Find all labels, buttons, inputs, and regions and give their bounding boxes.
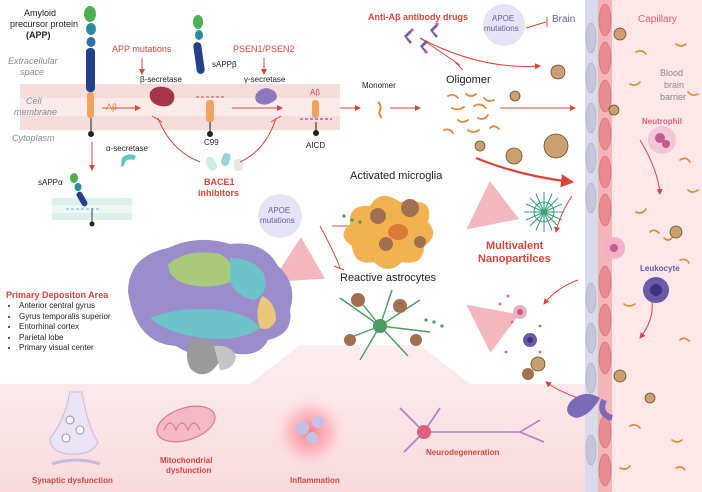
alpha-secretase-icon xyxy=(121,154,136,167)
blood-brain-barrier xyxy=(585,0,612,492)
oligomer-cluster xyxy=(443,93,500,134)
list-item: Primary visual center xyxy=(19,343,111,354)
deposition-list: Anterior central gyrus Gyrus temporalis … xyxy=(6,301,111,354)
capillary-lumen xyxy=(612,0,702,492)
neutrophil-icon xyxy=(648,126,676,154)
neuron-icon xyxy=(399,407,545,453)
leukocyte-icon xyxy=(643,277,669,303)
amyloid-plaques xyxy=(474,27,683,404)
synapse-icon xyxy=(49,391,101,466)
list-item: Gyrus temporalis superior xyxy=(19,312,111,323)
c99-label: C99 xyxy=(204,138,219,147)
microglia-icon xyxy=(343,195,434,269)
brain-label: Brain xyxy=(552,14,576,25)
nanoparticles-label-1: Multivalent xyxy=(486,240,544,252)
monomer-icon xyxy=(377,101,383,119)
inflammation-icon xyxy=(274,396,346,468)
list-item: Parietal lobe xyxy=(19,333,111,344)
beta-secretase-label: β-secretase xyxy=(140,75,182,84)
abeta-membrane-label: Aβ xyxy=(106,102,118,112)
mito-label-1: Mitochondrial xyxy=(160,456,213,465)
antibody-drugs-label: Anti-Aβ antibody drugs xyxy=(368,12,468,22)
gamma-secretase-icon xyxy=(255,88,277,105)
gamma-secretase-label: γ-secretase xyxy=(244,75,286,84)
extracellular-label-2: space xyxy=(20,67,45,77)
deposition-title: Primary Depositon Area xyxy=(6,290,109,300)
nanoparticle-icon xyxy=(524,192,564,232)
alpha-secretase-label: α-secretase xyxy=(106,144,148,153)
nanoparticles-label-2: Nanopartilces xyxy=(478,253,551,265)
membrane-label-1: Cell xyxy=(26,96,42,106)
leukocyte-label: Leukocyte xyxy=(640,264,680,273)
aicd-label: AICD xyxy=(306,141,326,150)
apoe-mid-label-2: mutations xyxy=(260,216,295,225)
cytoplasm-label: Cytoplasm xyxy=(12,133,55,143)
sappa-label: sAPPα xyxy=(38,178,63,187)
abeta-release-icon xyxy=(300,100,332,136)
apoe-mutations-top xyxy=(483,4,525,46)
list-item: Anterior central gyrus xyxy=(19,301,111,312)
abeta-release-label: Aβ xyxy=(310,88,320,97)
astrocyte-icon xyxy=(339,289,431,361)
apoe-mid-label-1: APOE xyxy=(268,206,291,215)
c99-icon xyxy=(196,96,226,137)
app-label-2: precursor protein xyxy=(10,19,79,29)
astrocytes-label: Reactive astrocytes xyxy=(340,272,436,284)
app-protein-icon xyxy=(84,6,96,137)
sappb-protein-icon xyxy=(193,15,205,74)
bace1-inhibitor-icon xyxy=(205,153,243,171)
extracellular-label-1: Extracellular xyxy=(8,56,58,66)
psen-label: PSEN1/PSEN2 xyxy=(233,44,295,54)
app-label-3: (APP) xyxy=(26,30,51,40)
neutrophil-label: Neutrophil xyxy=(642,117,682,126)
oligomer-label: Oligomer xyxy=(446,74,491,86)
apoe-top-label-1: APOE xyxy=(492,14,515,23)
migrating-cells xyxy=(513,305,613,421)
beta-secretase-icon xyxy=(149,86,175,107)
mito-label-2: dysfunction xyxy=(166,466,212,475)
app-label-1: Amyloid xyxy=(24,8,57,18)
neurodegeneration-label: Neurodegeneration xyxy=(426,448,500,457)
bace1-label-2: inhibitors xyxy=(198,188,239,198)
bbb-label-1: Blood xyxy=(660,68,684,78)
apoe-mutations-mid xyxy=(258,194,302,238)
inflammation-label: Inflammation xyxy=(290,476,340,485)
bbb-label-2: brain xyxy=(664,80,685,90)
transmigrating-cell-icon xyxy=(603,237,625,259)
app-mutations-label: APP mutations xyxy=(112,44,172,54)
apoe-top-label-2: mutations xyxy=(484,24,519,33)
bace1-label-1: BACE1 xyxy=(204,177,235,187)
membrane-label-2: membrane xyxy=(14,107,58,117)
antibody-icon xyxy=(404,22,439,54)
mitochondria-icon xyxy=(156,405,216,443)
bbb-label-3: barrier xyxy=(660,92,687,102)
sappb-label: sAPPβ xyxy=(212,60,237,69)
sappa-protein-icon xyxy=(66,173,100,227)
microglia-label: Activated microglia xyxy=(350,170,443,182)
capillary-label: Capillary xyxy=(638,14,677,25)
brain-illustration xyxy=(128,239,293,375)
synaptic-label: Synaptic dysfunction xyxy=(32,476,113,485)
list-item: Entorhinal cortex xyxy=(19,322,111,333)
monomer-label: Monomer xyxy=(362,81,396,90)
